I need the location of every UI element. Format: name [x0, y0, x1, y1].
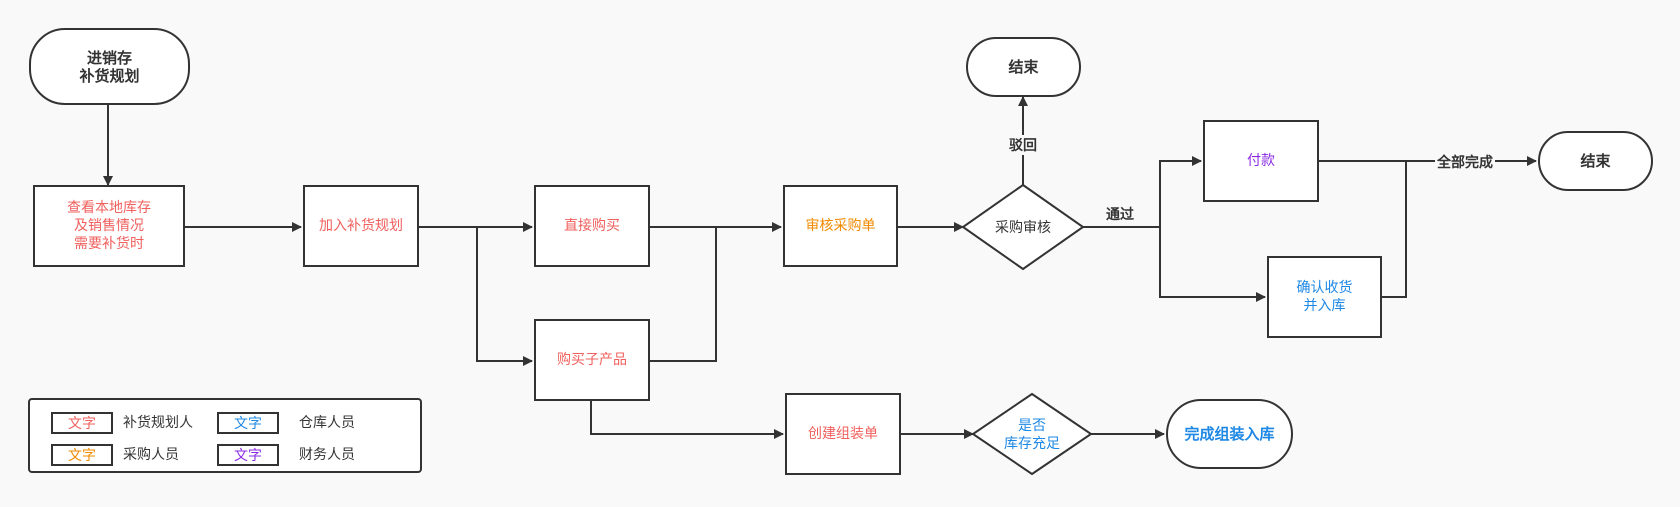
- legend-label-purchaser: 采购人员: [123, 447, 179, 463]
- direct-buy-node: 直接购买: [534, 185, 650, 267]
- legend-swatch-planner: 文字: [51, 412, 113, 434]
- edge-label-pass: 通过: [1104, 204, 1136, 224]
- add-plan-node: 加入补货规划: [303, 185, 419, 267]
- start-node: 进销存 补货规划: [29, 28, 190, 105]
- edge-add-to-sub: [476, 227, 533, 366]
- legend-swatch-warehouse: 文字: [217, 412, 279, 434]
- legend-swatch-finance: 文字: [217, 444, 279, 466]
- legend-label-planner: 补货规划人: [123, 415, 193, 431]
- legend-label-finance: 财务人员: [299, 447, 355, 463]
- legend-label-warehouse: 仓库人员: [299, 415, 355, 431]
- buy-sub-product-node: 购买子产品: [534, 319, 650, 401]
- edge-decision-to-receipt: [1159, 227, 1266, 302]
- stock-check-label: 是否 库存充足: [1004, 418, 1060, 452]
- complete-assembly-node: 完成组装入库: [1166, 399, 1293, 469]
- legend: 文字 补货规划人 文字 仓库人员 文字 采购人员 文字 财务人员: [28, 398, 422, 473]
- create-assembly-node: 创建组装单: [785, 393, 901, 475]
- confirm-receipt-node: 确认收货 并入库: [1267, 256, 1382, 338]
- decision-purchase-review-shape: [961, 183, 1085, 271]
- end-top-node: 结束: [966, 37, 1081, 97]
- check-inventory-node: 查看本地库存 及销售情况 需要补货时: [33, 185, 185, 267]
- edge-sub-to-assembly: [590, 401, 784, 439]
- edge-label-reject: 驳回: [1007, 135, 1039, 155]
- edge-decision-to-pay: [1083, 156, 1202, 228]
- review-po-node: 审核采购单: [783, 185, 898, 267]
- end-right-node: 结束: [1538, 131, 1653, 191]
- decision-stock-shape: [971, 392, 1093, 476]
- pay-node: 付款: [1203, 120, 1319, 202]
- edge-sub-to-review: [650, 227, 717, 362]
- edge-label-all-done: 全部完成: [1435, 152, 1495, 172]
- edge-receipt-to-merge: [1382, 161, 1407, 298]
- purchase-review-label: 采购审核: [995, 220, 1051, 236]
- legend-swatch-purchaser: 文字: [51, 444, 113, 466]
